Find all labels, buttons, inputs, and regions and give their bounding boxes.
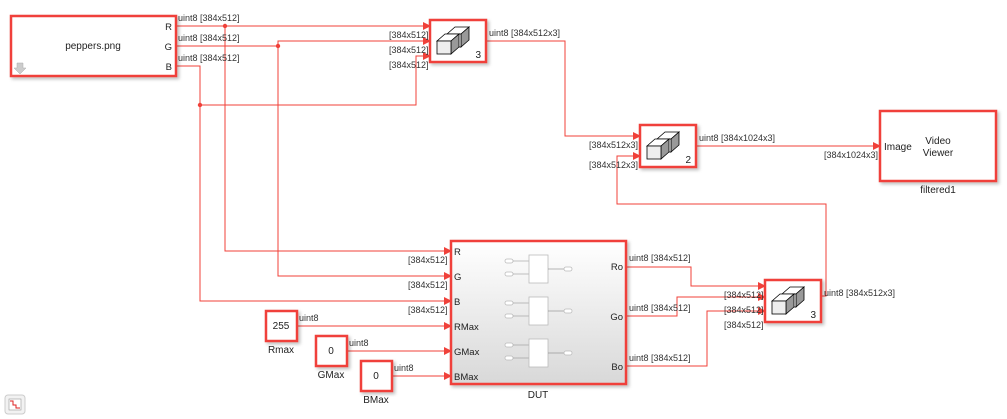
signal-dim-label: [384x512] — [724, 290, 764, 300]
wire-r-to-dut[interactable] — [224, 26, 452, 255]
port-label-r: R — [165, 22, 172, 33]
block-label: peppers.png — [65, 41, 121, 52]
port-label-b: B — [166, 62, 172, 73]
signal-label-concat3: uint8 [384x512x3] — [824, 288, 895, 298]
block-name: BMax — [363, 395, 389, 406]
matrix-concat-block-2[interactable]: 2 — [638, 123, 698, 169]
signal-dim-label: [384x512] — [389, 30, 429, 40]
signal-labels: uint8 [384x512] uint8 [384x512] uint8 [3… — [178, 13, 895, 373]
image-source-block[interactable]: peppers.png R G B — [9, 14, 178, 78]
sample-time-icon — [10, 400, 20, 409]
wire-src-b[interactable] — [176, 65, 201, 105]
wires — [176, 22, 881, 380]
signal-label-go: uint8 [384x512] — [629, 303, 691, 313]
wire-concat1-out[interactable] — [486, 40, 641, 140]
block-label: Viewer — [923, 148, 954, 159]
port-label-go: Go — [610, 312, 623, 323]
block-label: Video — [925, 136, 951, 147]
signal-dim-label: [384x512] — [408, 255, 448, 265]
signal-label-concat2: uint8 [384x1024x3] — [699, 133, 775, 143]
signal-dim-label: [384x512] — [389, 45, 429, 55]
concat-dim-label: 3 — [475, 50, 481, 61]
down-arrow-icon — [13, 62, 27, 75]
block-name: GMax — [318, 370, 345, 381]
signal-dim-label: [384x1024x3] — [824, 150, 878, 160]
port-label-b: B — [454, 297, 460, 308]
matrix-concat-block-1[interactable]: 3 — [428, 18, 488, 64]
wire-b-to-dut[interactable] — [199, 105, 452, 305]
wire-g-to-dut[interactable] — [277, 46, 452, 280]
port-label-bmax: BMax — [454, 372, 479, 383]
signal-label-r: uint8 [384x512] — [178, 13, 240, 23]
block-name: DUT — [528, 390, 549, 401]
dut-subsystem-block[interactable]: R G B RMax GMax BMax Ro Go Bo — [449, 239, 628, 401]
block-name: filtered1 — [920, 185, 956, 196]
block-name: Rmax — [268, 345, 294, 356]
signal-label-b: uint8 [384x512] — [178, 53, 240, 63]
concat-dim-label: 3 — [810, 310, 816, 321]
port-label-gmax: GMax — [454, 347, 480, 358]
video-viewer-block[interactable]: Image Video Viewer filtered1 — [878, 109, 998, 196]
branch-point — [275, 43, 281, 49]
port-label-rmax: RMax — [454, 322, 479, 333]
constant-value: 0 — [328, 346, 334, 357]
signal-label-ro: uint8 [384x512] — [629, 253, 691, 263]
constant-block-bmax[interactable]: 0 BMax — [359, 359, 394, 406]
wire-dut-go[interactable] — [626, 293, 766, 317]
constant-value: 0 — [373, 371, 379, 382]
wire-b-to-concat[interactable] — [200, 52, 431, 106]
signal-dim-label: [384x512] — [408, 280, 448, 290]
signal-dim-label: [384x512] — [724, 320, 764, 330]
wire-dut-bo[interactable] — [626, 307, 766, 367]
port-label-ro: Ro — [611, 262, 623, 273]
signal-dim-label: [384x512x3] — [589, 160, 638, 170]
port-label-r: R — [454, 247, 461, 258]
signal-label-concat1: uint8 [384x512x3] — [489, 28, 560, 38]
signal-dim-label: [384x512x3] — [589, 140, 638, 150]
signal-dim-label: [384x512] — [389, 60, 429, 70]
signal-label-bo: uint8 [384x512] — [629, 353, 691, 363]
signal-label-gmax: uint8 — [349, 338, 369, 348]
constant-block-gmax[interactable]: 0 GMax — [314, 334, 349, 381]
signal-dim-label: [384x512] — [408, 305, 448, 315]
port-label-image: Image — [884, 142, 912, 153]
subsystem-preview-icon — [504, 254, 573, 368]
constant-block-rmax[interactable]: 255 Rmax — [264, 309, 299, 356]
wire-concat3-out[interactable] — [616, 152, 827, 297]
wire-dut-ro[interactable] — [626, 266, 766, 290]
branch-point — [197, 102, 203, 108]
signal-label-rmax: uint8 — [299, 313, 319, 323]
signal-label-g: uint8 [384x512] — [178, 33, 240, 43]
signal-dim-label: [384x512] — [724, 305, 764, 315]
constant-value: 255 — [273, 321, 290, 332]
branch-point — [222, 23, 228, 29]
matrix-concat-block-3[interactable]: 3 — [763, 278, 823, 324]
sample-time-legend-button[interactable] — [4, 394, 26, 415]
concat-dim-label: 2 — [685, 155, 691, 166]
port-label-g: G — [165, 42, 172, 53]
port-label-bo: Bo — [611, 362, 623, 373]
port-label-g: G — [454, 272, 461, 283]
signal-label-bmax: uint8 — [394, 363, 414, 373]
